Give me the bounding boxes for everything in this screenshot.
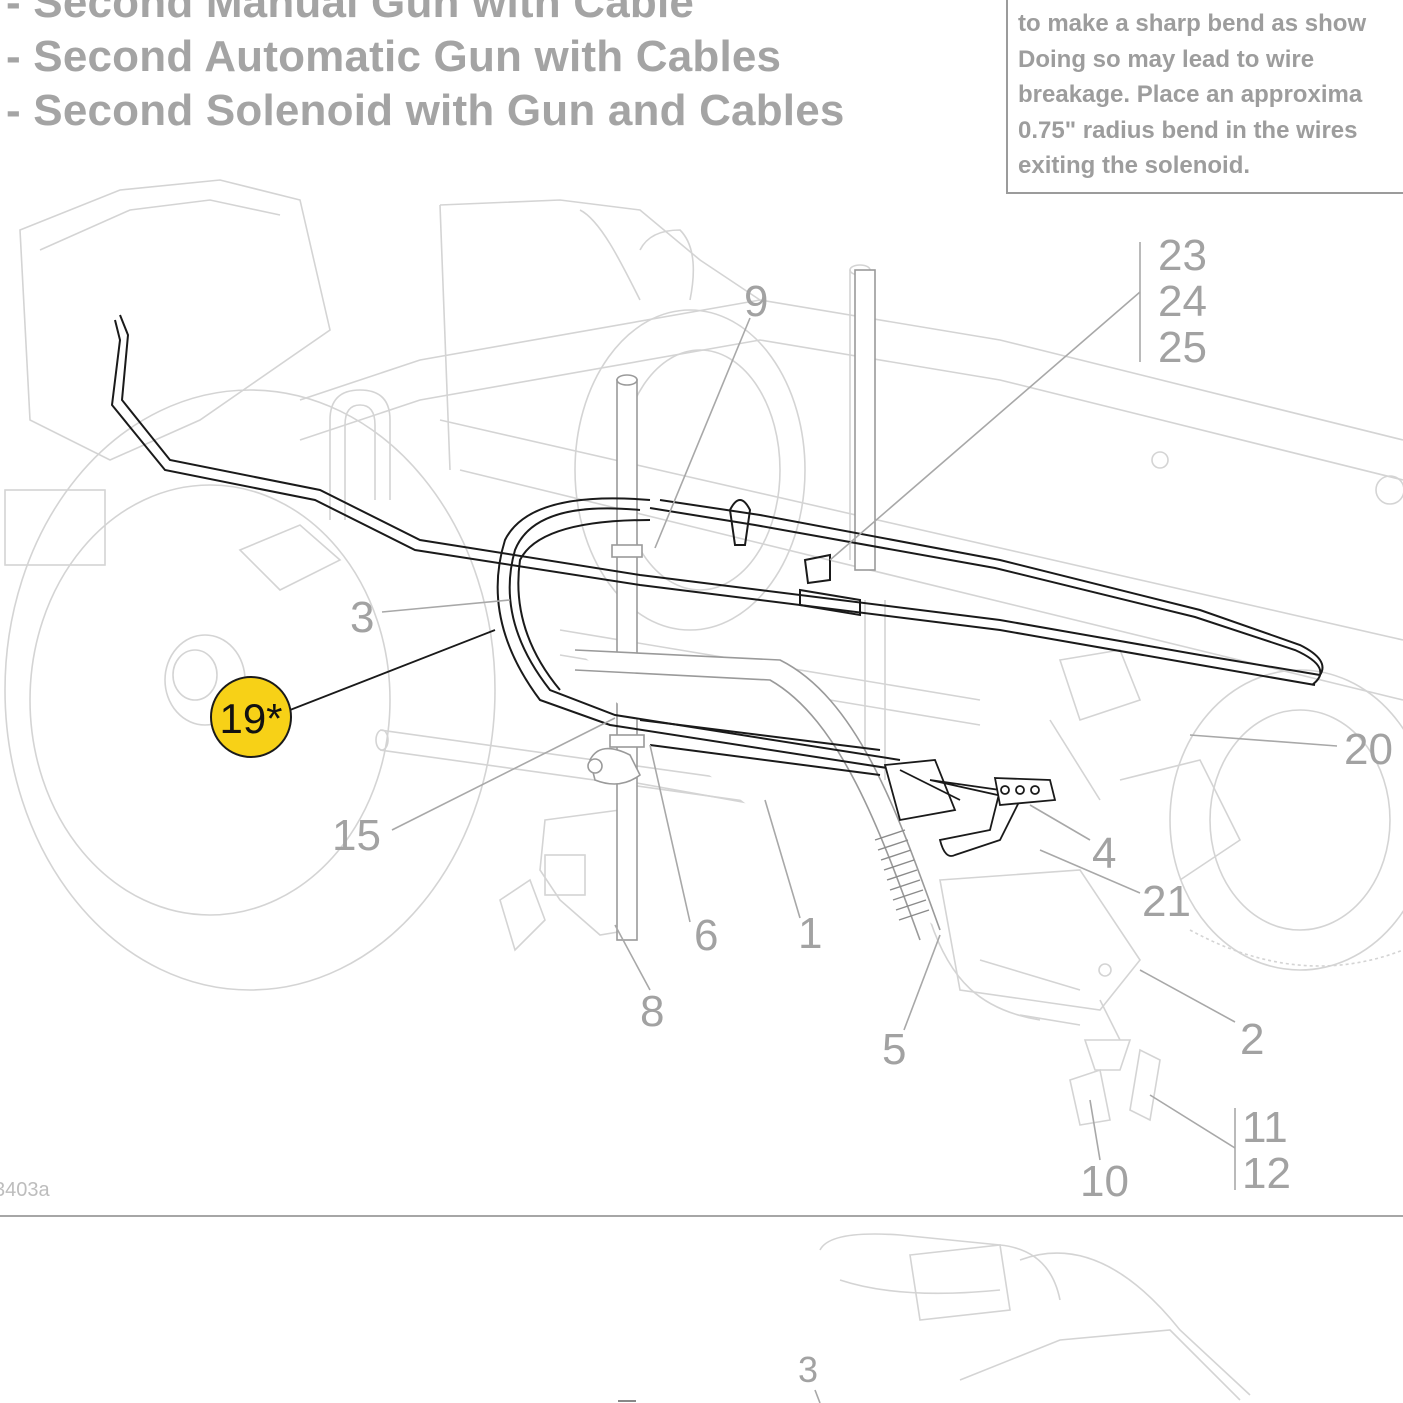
heading-automatic-gun: - Second Automatic Gun with Cables: [6, 32, 782, 81]
hose-spring: [874, 829, 930, 921]
callout-10: 10: [1080, 1157, 1129, 1206]
callout-23: 23: [1158, 231, 1207, 280]
callout-11: 11: [1242, 1103, 1288, 1152]
solenoid-gun-assembly: [883, 759, 1057, 857]
note-line: 0.75" radius bend in the wires: [1018, 116, 1358, 144]
callout-24: 24: [1158, 277, 1207, 326]
callout-25: 25: [1158, 323, 1207, 372]
callout-6: 6: [694, 911, 718, 960]
note-line: Doing so may lead to wire: [1018, 45, 1315, 73]
leader-lines: [381, 242, 1338, 1403]
callout-21: 21: [1142, 877, 1191, 926]
callout-19: 19*: [219, 695, 282, 742]
callout-20: 20: [1344, 725, 1393, 774]
callout-19-highlight: [210, 676, 292, 758]
callout-8: 8: [640, 987, 664, 1036]
callout-9: 9: [744, 277, 768, 326]
leader-line-19: [289, 629, 496, 711]
callout-4: 4: [1092, 829, 1116, 878]
note-line: to make a sharp bend as show: [1018, 10, 1367, 37]
callout-5: 5: [882, 1025, 906, 1074]
callout-3-lower: 3: [798, 1349, 818, 1390]
callout-15: 15: [332, 811, 381, 860]
callout-12: 12: [1242, 1149, 1291, 1198]
callout-3: 3: [350, 593, 374, 642]
callout-1: 1: [798, 909, 822, 958]
heading-solenoid: - Second Solenoid with Gun and Cables: [6, 86, 845, 135]
heading-manual-gun: - Second Manual Gun with Cable: [6, 0, 695, 27]
solenoid-cables: [110, 314, 1324, 776]
caution-note-box: to make a sharp bend as show Doing so ma…: [1006, 0, 1403, 194]
gun-mount-posts: [574, 269, 941, 941]
note-line: breakage. Place an approxima: [1018, 81, 1363, 108]
note-line: exiting the solenoid.: [1018, 152, 1251, 179]
callout-2: 2: [1240, 1015, 1264, 1064]
